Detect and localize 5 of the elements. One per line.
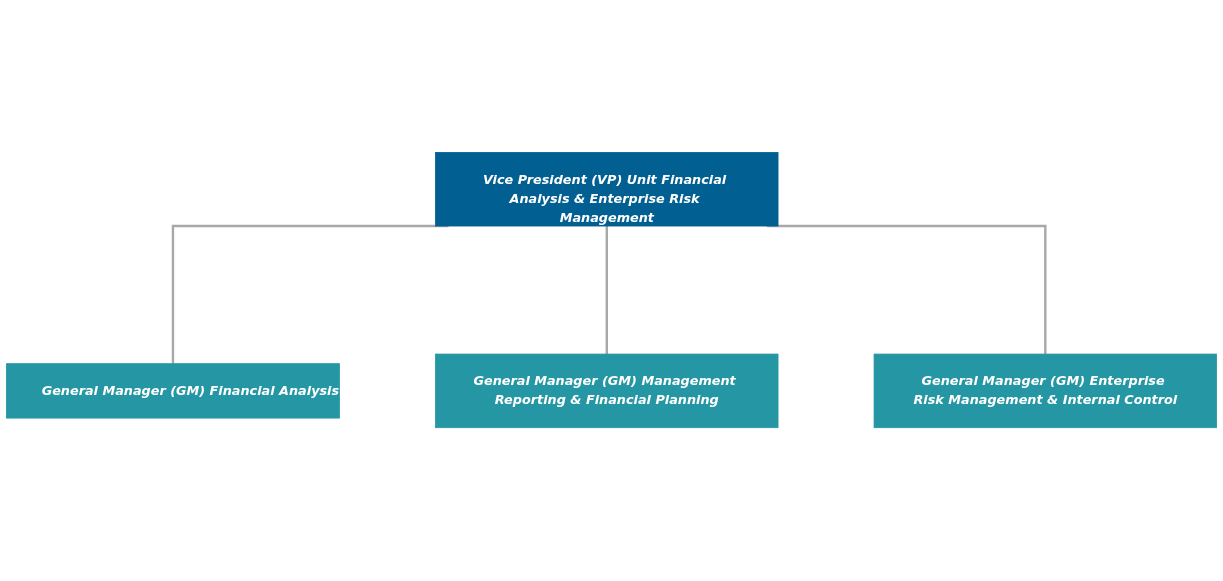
node-box: Vice President (VP) Unit Financial Analysis & Enterprise Risk Management (435, 152, 779, 227)
node-box: General Manager (GM) Financial Analysis (6, 363, 340, 419)
node-box: General Manager (GM) Management Reporting & Financial Planning (435, 354, 779, 429)
connector (605, 225, 608, 355)
node-box: General Manager (GM) Enterprise Risk Management & Internal Control (873, 354, 1217, 429)
